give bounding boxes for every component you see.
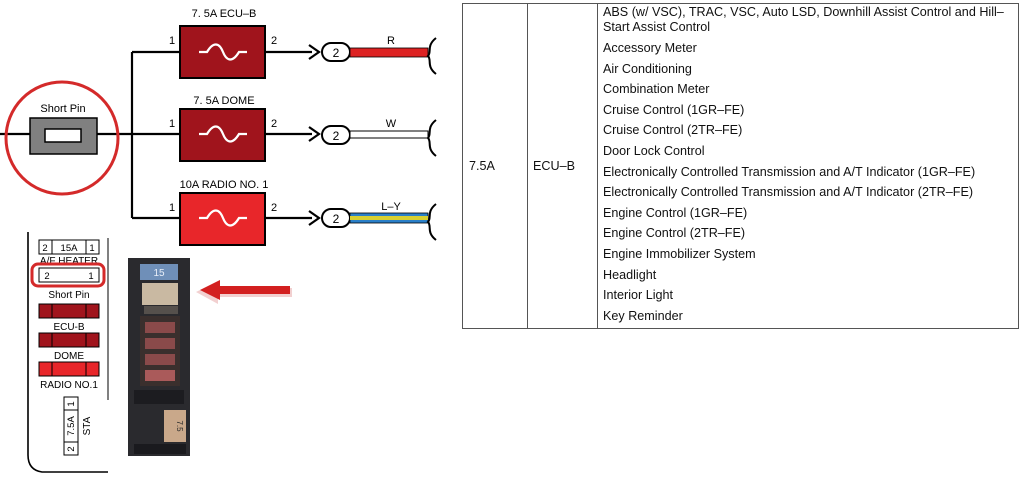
sta-label: STA bbox=[82, 416, 93, 435]
circuit-dome: 7. 5A DOME 1 2 2 W bbox=[169, 95, 437, 162]
list-item: Electronically Controlled Transmission a… bbox=[603, 185, 974, 200]
svg-text:1: 1 bbox=[66, 401, 77, 406]
list-item: Engine Control (2TR–FE) bbox=[603, 226, 746, 241]
svg-text:15A: 15A bbox=[61, 243, 79, 254]
pin-out-ecu-b: 2 bbox=[271, 35, 277, 47]
list-item: Interior Light bbox=[603, 288, 674, 303]
fuse-systems-table: 7.5A ECU–B ABS (w/ VSC), TRAC, VSC, Auto… bbox=[462, 2, 1019, 330]
fuse-rating-cell: 7.5A bbox=[462, 2, 528, 330]
fuse-label-ecu-b: 7. 5A ECU–B bbox=[192, 8, 257, 20]
wire-ecu-b: R bbox=[387, 35, 395, 47]
photo-fuse-15: 15 bbox=[153, 268, 165, 279]
wire-radio: L–Y bbox=[381, 201, 401, 213]
pin-in-radio: 1 bbox=[169, 202, 175, 214]
fuse-name-cell: ECU–B bbox=[527, 2, 598, 330]
list-item: Headlight bbox=[603, 267, 657, 282]
fuse-radio-no1: RADIO NO.1 bbox=[38, 361, 100, 391]
list-item: Cruise Control (2TR–FE) bbox=[603, 123, 743, 138]
short-pin-box-label: Short Pin bbox=[48, 290, 89, 301]
fuse-label-dome: 7. 5A DOME bbox=[193, 95, 254, 107]
fuse-short-pin: 2 1 Short Pin bbox=[30, 262, 106, 301]
systems-cell: ABS (w/ VSC), TRAC, VSC, Auto LSD, Downh… bbox=[597, 2, 1019, 330]
connector-radio: 2 bbox=[333, 212, 340, 226]
list-item: Door Lock Control bbox=[603, 143, 705, 158]
fuse-dome: DOME bbox=[38, 332, 100, 362]
list-item: Key Reminder bbox=[603, 308, 683, 323]
dome-label: DOME bbox=[54, 351, 84, 362]
wire-dome: W bbox=[386, 118, 397, 130]
circuit-radio-no1: 10A RADIO NO. 1 1 2 2 L–Y bbox=[169, 179, 437, 246]
pin-out-dome: 2 bbox=[271, 118, 277, 130]
table-row: 7.5A ECU–B ABS (w/ VSC), TRAC, VSC, Auto… bbox=[462, 2, 1019, 330]
list-item: Electronically Controlled Transmission a… bbox=[603, 164, 976, 179]
fuse-box-layout: 2 15A 1 A/F HEATER 2 1 Short Pin ECU-B D… bbox=[27, 232, 109, 473]
svg-text:2: 2 bbox=[44, 271, 49, 282]
list-item: Engine Control (1GR–FE) bbox=[603, 205, 748, 220]
svg-text:2: 2 bbox=[66, 446, 77, 451]
fuse-wiring-diagram: Short Pin 7. 5A ECU–B 1 2 2 R 7. 5A DOME… bbox=[0, 8, 437, 473]
fuse-ecu-b: ECU-B bbox=[38, 303, 100, 333]
ecu-b-label: ECU-B bbox=[53, 322, 84, 333]
list-item: Combination Meter bbox=[603, 82, 710, 97]
short-pin: Short Pin bbox=[4, 80, 120, 196]
af-heater-label: A/F HEATER bbox=[40, 256, 98, 267]
circuit-ecu-b: 7. 5A ECU–B 1 2 2 R bbox=[169, 8, 437, 79]
list-item: Air Conditioning bbox=[603, 61, 692, 76]
fuse-block-photo: 15 7.5 bbox=[128, 258, 190, 456]
fuse-sta: 1 7.5A 2 STA bbox=[63, 396, 93, 456]
svg-text:1: 1 bbox=[88, 271, 93, 282]
pin-in-dome: 1 bbox=[169, 118, 175, 130]
svg-text:7.5A: 7.5A bbox=[66, 416, 77, 436]
fuse-label-radio: 10A RADIO NO. 1 bbox=[180, 179, 269, 191]
short-pin-label: Short Pin bbox=[40, 103, 85, 115]
pin-in-ecu-b: 1 bbox=[169, 35, 175, 47]
list-item: Cruise Control (1GR–FE) bbox=[603, 102, 745, 117]
list-item: Accessory Meter bbox=[603, 41, 697, 55]
pin-out-radio: 2 bbox=[271, 202, 277, 214]
list-item: Engine Immobilizer System bbox=[603, 246, 756, 261]
connector-ecu-b: 2 bbox=[333, 46, 340, 60]
svg-text:2: 2 bbox=[42, 243, 47, 254]
photo-fuse-75: 7.5 bbox=[175, 420, 184, 432]
radio-no1-label: RADIO NO.1 bbox=[40, 380, 98, 391]
fuse-af-heater: 2 15A 1 A/F HEATER bbox=[38, 239, 100, 267]
red-arrow-icon bbox=[196, 280, 292, 304]
connector-dome: 2 bbox=[333, 129, 340, 143]
list-item: ABS (w/ VSC), TRAC, VSC, Auto LSD, Downh… bbox=[603, 5, 1004, 34]
svg-text:1: 1 bbox=[89, 243, 94, 254]
